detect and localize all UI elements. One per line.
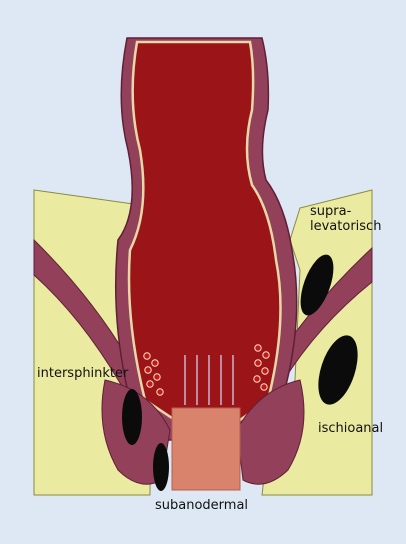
- subanodermal-abscess: [153, 443, 169, 491]
- intersphincteric-abscess: [122, 389, 142, 445]
- intersphincteric-label: intersphinkter: [37, 366, 128, 381]
- subanodermal-label: subanodermal: [155, 498, 248, 513]
- supralevator-label-line2: levatorisch: [310, 219, 381, 234]
- ischioanal-label: ischioanal: [318, 421, 383, 436]
- supralevator-label-line1: supra-: [310, 204, 351, 219]
- supralevator-label: supra- levatorisch: [310, 204, 381, 234]
- anal-canal: [172, 408, 240, 490]
